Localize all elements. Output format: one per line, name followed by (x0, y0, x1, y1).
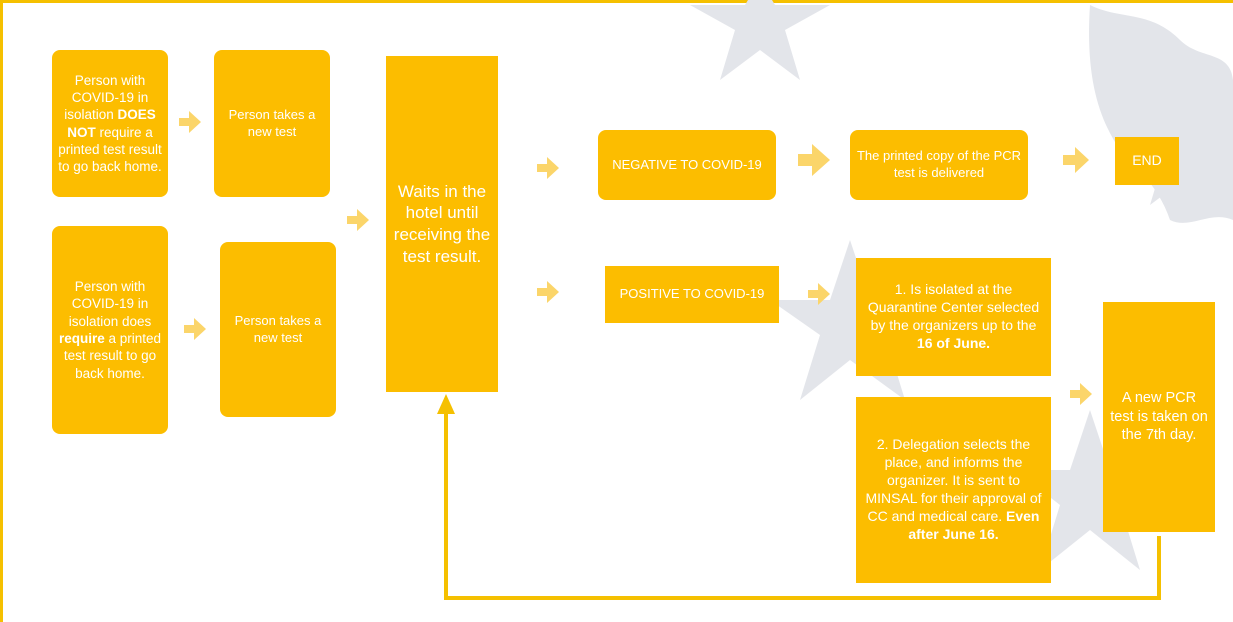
right-arrow-icon (347, 209, 369, 231)
node-text: 1. Is isolated at the Quarantine Center … (867, 281, 1040, 333)
node-text: Person with COVID-19 in isolation (64, 72, 149, 123)
right-arrow-icon (179, 111, 201, 133)
right-arrow-icon (1070, 383, 1092, 405)
node-text: The printed copy of the PCR test is deli… (856, 148, 1022, 180)
node-text: NEGATIVE TO COVID-19 (612, 156, 762, 172)
node-positive: POSITIVE TO COVID-19 (605, 266, 779, 323)
node-text: Person takes a new test (228, 106, 316, 139)
right-arrow-icon (537, 281, 559, 303)
node-text-bold: require (58, 331, 105, 346)
node-printed-copy: The printed copy of the PCR test is deli… (850, 130, 1028, 200)
node-case-does-not-require: Person with COVID-19 in isolation DOES N… (52, 50, 168, 197)
node-text: Waits in the hotel until receiving the t… (393, 181, 491, 266)
node-text: END (1132, 152, 1162, 169)
node-text: Person takes a new test (234, 312, 322, 345)
node-text-bold: DOES NOT (67, 107, 156, 140)
node-text: require a printed test result to go back… (58, 124, 162, 175)
node-text-bold: 16 of June. (916, 334, 991, 351)
right-arrow-icon (537, 157, 559, 179)
node-text: a printed test result to go back home. (63, 331, 162, 381)
right-arrow-icon (798, 144, 830, 176)
background-leaf-right (1089, 5, 1233, 223)
node-new-test-bottom: Person takes a new test (220, 242, 336, 417)
node-text: Person with COVID-19 in isolation does (68, 279, 152, 329)
right-arrow-icon (1063, 147, 1089, 173)
node-case-does-require: Person with COVID-19 in isolation does r… (52, 226, 168, 434)
node-end: END (1115, 137, 1179, 185)
background-star-top (690, 0, 830, 80)
node-wait-hotel: Waits in the hotel until receiving the t… (386, 56, 498, 392)
node-negative: NEGATIVE TO COVID-19 (598, 130, 776, 200)
node-option-1: 1. Is isolated at the Quarantine Center … (856, 258, 1051, 376)
background-star-middle (770, 240, 935, 400)
node-text: POSITIVE TO COVID-19 (619, 286, 765, 302)
right-arrow-icon (184, 318, 206, 340)
node-new-test-top: Person takes a new test (214, 50, 330, 197)
right-arrow-icon (808, 283, 830, 305)
